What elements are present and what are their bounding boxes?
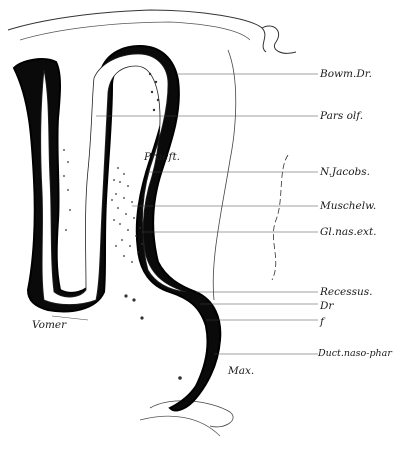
bottom-contour <box>150 401 233 427</box>
label-gl-nas-ext: Gl.nas.ext. <box>320 227 377 238</box>
right-contour <box>213 50 236 300</box>
label-muschelw: Muschelw. <box>320 201 376 212</box>
right-dashed-contour <box>272 155 288 280</box>
organ-lumen <box>41 54 186 305</box>
label-n-jacobs: N.Jacobs. <box>320 167 370 178</box>
label-pars-olf: Pars olf. <box>320 111 363 122</box>
label-max: Max. <box>228 366 254 377</box>
bottom-contour-2 <box>140 416 220 436</box>
label-dr: Dr <box>320 301 333 312</box>
label-duct-naso-phar: Duct.naso-phar <box>318 349 392 359</box>
label-recessus: Recessus. <box>320 287 372 298</box>
top-right-curl <box>262 26 296 53</box>
outer-contour-inner <box>20 22 250 40</box>
label-f: f <box>320 317 324 328</box>
label-vomer: Vomer <box>32 320 66 331</box>
label-bowm-dr: Bowm.Dr. <box>320 69 372 80</box>
label-praeft: Praeft. <box>144 152 180 163</box>
